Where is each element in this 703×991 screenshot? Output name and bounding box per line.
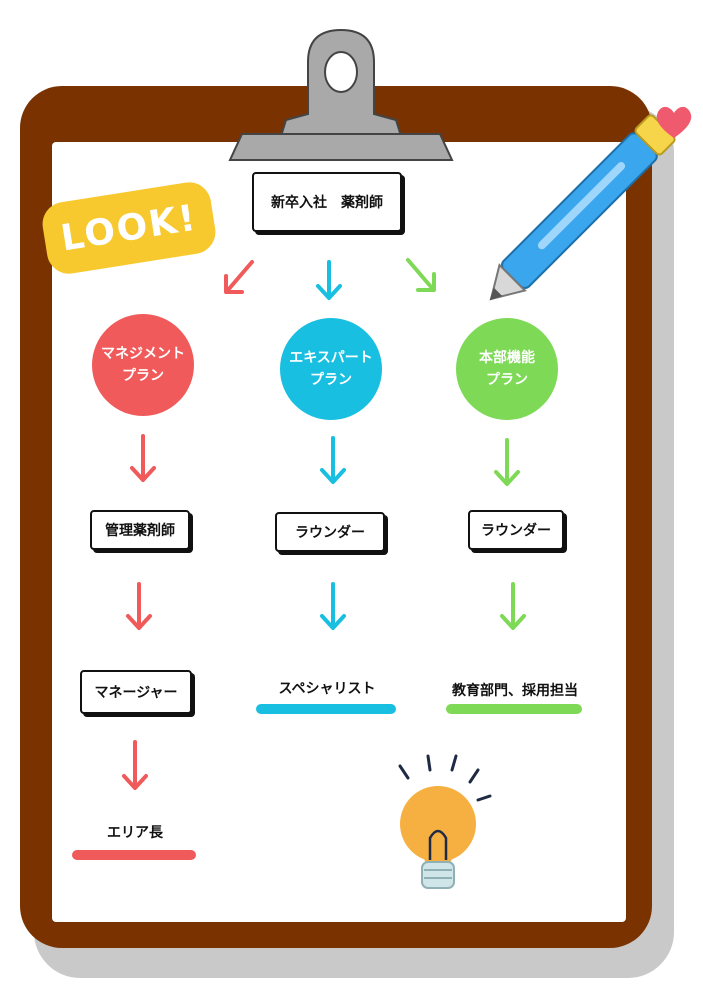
expert-step2-label: スペシャリスト (278, 681, 376, 697)
plan-expert-circle: エキスパート プラン (280, 318, 382, 420)
management-step3-underline (72, 850, 196, 860)
look-sticker-text: LOOK! (58, 197, 200, 259)
expert-step2-text: スペシャリスト (256, 678, 398, 698)
heart-icon (656, 106, 692, 138)
pencil-icon (489, 114, 676, 301)
arrow-down-right-icon (406, 258, 436, 292)
expert-step2-underline (256, 704, 396, 714)
hq-step2-underline (446, 704, 582, 714)
plan-management-circle: マネジメント プラン (92, 314, 194, 416)
arrow-down-icon (130, 434, 156, 482)
arrow-down-icon (500, 582, 526, 630)
expert-step1-label: ラウンダー (295, 525, 365, 541)
hq-step1-box: ラウンダー (468, 510, 564, 550)
arrow-down-icon (126, 582, 152, 630)
clip-icon (228, 28, 454, 161)
arrow-down-left-icon (224, 260, 254, 294)
plan-expert-line2: プラン (310, 372, 352, 388)
management-step2-label: マネージャー (94, 685, 178, 701)
plan-management-line2: プラン (122, 368, 164, 384)
arrow-down-icon (122, 740, 148, 790)
hq-step2-text: 教育部門、採用担当 (436, 680, 594, 700)
management-step3-label: エリア長 (107, 825, 163, 841)
start-label: 新卒入社 薬剤師 (271, 195, 383, 211)
hq-step1-label: ラウンダー (481, 523, 551, 539)
plan-hq-line2: プラン (486, 372, 528, 388)
management-step1-box: 管理薬剤師 (90, 510, 190, 550)
arrow-down-icon (320, 436, 346, 484)
expert-step1-box: ラウンダー (275, 512, 385, 552)
plan-hq-circle: 本部機能 プラン (456, 318, 558, 420)
start-box: 新卒入社 薬剤師 (252, 172, 402, 232)
arrow-down-icon (320, 582, 346, 630)
lightbulb-icon (398, 754, 492, 889)
arrow-down-icon (316, 260, 342, 300)
management-step3-text: エリア長 (80, 822, 190, 842)
management-step1-label: 管理薬剤師 (105, 523, 175, 539)
plan-expert-line1: エキスパート (289, 350, 373, 366)
hq-step2-label: 教育部門、採用担当 (452, 683, 578, 699)
arrow-down-icon (494, 438, 520, 486)
management-step2-box: マネージャー (80, 670, 192, 714)
plan-hq-line1: 本部機能 (479, 350, 535, 366)
plan-management-line1: マネジメント (101, 346, 185, 362)
